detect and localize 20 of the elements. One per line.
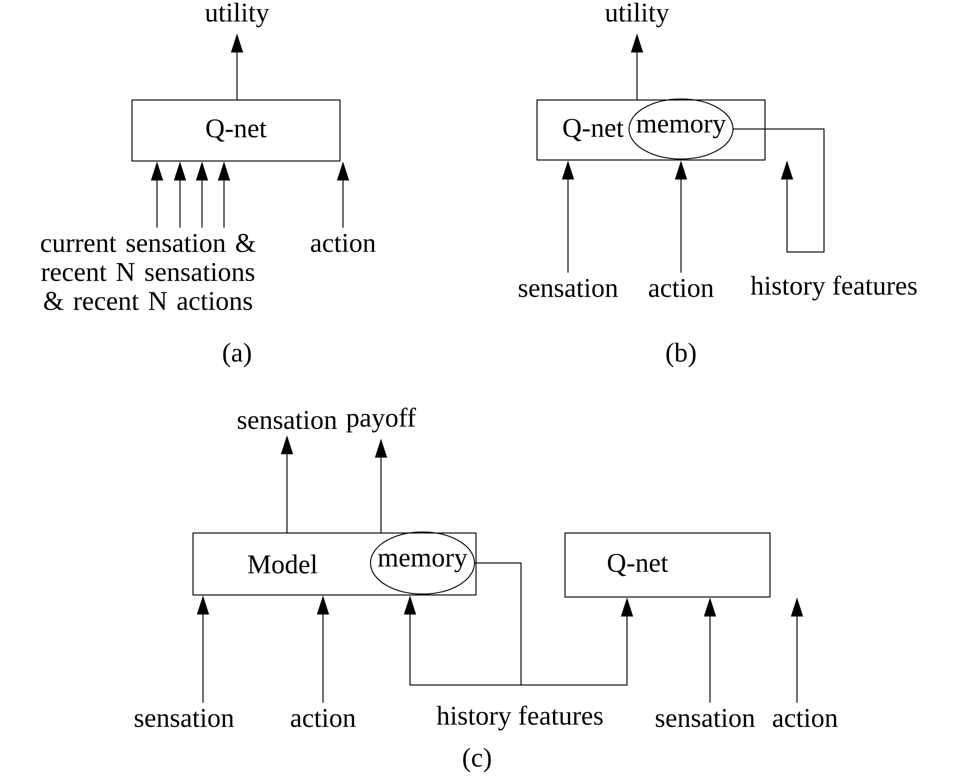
input-label: action [648,278,714,298]
input-label: sensation [134,708,234,728]
input-label: current sensation & recent N sensations & recent N actions [41,234,256,310]
input-label: action [310,234,376,252]
input-label: payoff [346,408,416,432]
input-label: sensation [518,278,618,298]
input-label: utility [205,2,270,28]
input-label: utility [605,2,670,28]
arrow [733,128,824,252]
loop-label: history features [750,276,917,300]
input-label: action [772,708,838,728]
caption-label: (a) [223,342,251,368]
loop-label: history features [436,706,603,730]
process-box: Q-net [564,532,770,598]
input-label: sensation [238,410,337,430]
caption-label: (b) [666,342,696,368]
process-box: Q-net [132,100,340,162]
input-label: action [290,708,356,728]
caption-label: (c) [463,748,491,772]
input-label: sensation [656,708,755,728]
